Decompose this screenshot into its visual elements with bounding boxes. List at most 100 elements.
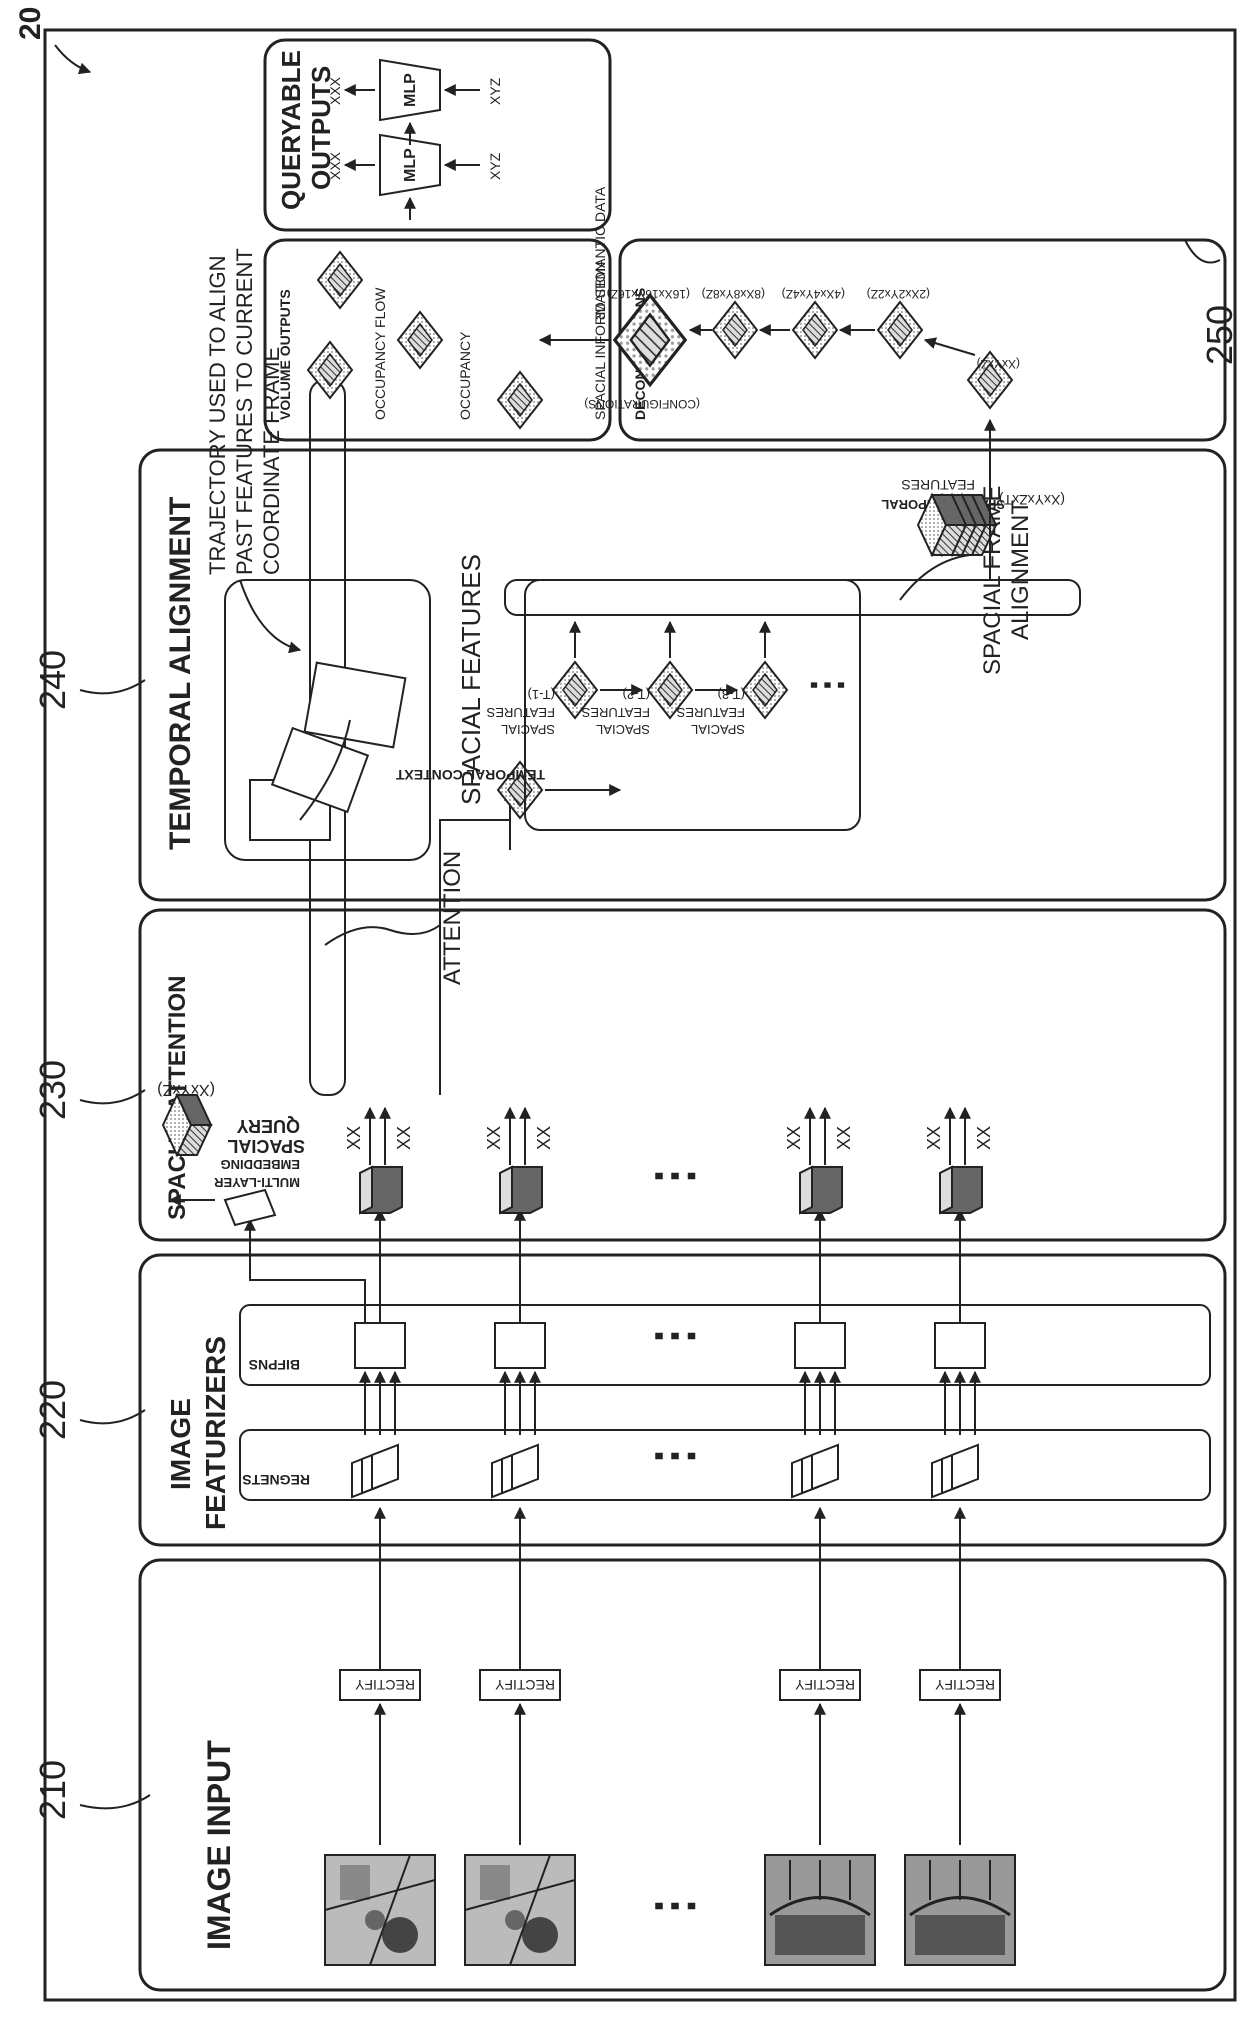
svg-text:MLP: MLP xyxy=(402,73,419,107)
regnet-to-bifpn-arrows xyxy=(359,1370,981,1435)
temporal-alignment-panel xyxy=(138,448,1227,902)
svg-text:XYZ: XYZ xyxy=(487,152,503,180)
attention-label: ATTENTION xyxy=(439,851,466,985)
svg-text:MLP: MLP xyxy=(402,148,419,182)
svg-text:FEATURES: FEATURES xyxy=(486,705,555,720)
temporal-feature-3: SPACIAL FEATURES (T-3) xyxy=(676,661,788,737)
spacial-attention-leader xyxy=(79,1089,146,1105)
frame-alignment-leader xyxy=(899,554,971,601)
temporal-ellipsis: ⋮ xyxy=(805,665,849,705)
temporal-alignment-leader xyxy=(79,679,146,695)
svg-text:RECTIFY: RECTIFY xyxy=(494,1677,555,1693)
image-featurizers-panel xyxy=(138,1253,1227,1547)
queryable-outputs-title-2: OUTPUTS xyxy=(306,66,336,190)
svg-text:OCCUPANCY FLOW: OCCUPANCY FLOW xyxy=(372,287,388,420)
embedding-ellipsis: ⋮ xyxy=(648,1152,701,1200)
svg-text:XXX: XXX xyxy=(327,76,343,105)
deconvolutions-panel xyxy=(618,238,1227,442)
attention-to-temporal-arrow xyxy=(439,819,510,1095)
svg-text:SPACIAL: SPACIAL xyxy=(501,722,555,737)
svg-text:(CONFIGURATIONS): (CONFIGURATIONS) xyxy=(584,397,700,411)
svg-text:RECTIFY: RECTIFY xyxy=(934,1677,995,1693)
volume-output-cubes xyxy=(307,251,543,429)
image-to-rectify-arrows xyxy=(374,1506,966,1845)
deconv-stack xyxy=(613,293,1013,409)
attention-kv-arrows xyxy=(364,1106,971,1165)
image-input-leader xyxy=(79,1794,151,1810)
frame-alignment-label-2: ALIGNMENT xyxy=(1007,500,1034,640)
spacial-query-label-2: QUERY xyxy=(237,1116,300,1136)
mlp-embedding-label-2: EMBEDDING xyxy=(221,1157,300,1172)
figure-number-arrow xyxy=(54,44,92,75)
temporal-alignment-ref: 240 xyxy=(32,650,73,710)
trajectory-note-2: PAST FEATURES TO CURRENT xyxy=(232,248,257,575)
spacial-features-label: SPACIAL FEATURES xyxy=(456,554,486,805)
svg-text:3D SEMANTIC DATA: 3D SEMANTIC DATA xyxy=(592,186,608,320)
spacial-attention-ref: 230 xyxy=(32,1060,73,1120)
bifpn-ellipsis: ⋮ xyxy=(648,1312,701,1360)
svg-text:XXX: XXX xyxy=(327,151,343,180)
svg-text:(16Xx16Yx16Z): (16Xx16Yx16Z) xyxy=(607,287,690,301)
image-rows-ellipsis: ⋮ xyxy=(648,1882,701,1930)
svg-text:XX: XX xyxy=(974,1126,994,1150)
spacial-frame-alignment-bar xyxy=(504,579,1081,616)
svg-text:XYZ: XYZ xyxy=(487,77,503,105)
trajectory-note-3: COORDINATE FRAME xyxy=(259,347,284,575)
mlp-io xyxy=(343,84,480,220)
deconvolutions-leader xyxy=(1184,239,1221,264)
regnet-ellipsis: ⋮ xyxy=(648,1432,701,1480)
svg-text:XX: XX xyxy=(484,1126,504,1150)
image-input-panel xyxy=(138,1558,1227,1992)
temporal-chain-arrows xyxy=(569,620,771,696)
bifpn-blocks xyxy=(354,1322,986,1369)
volume-outputs-title: VOLUME OUTPUTS xyxy=(277,289,293,420)
regnets-label: REGNETS xyxy=(242,1472,310,1488)
svg-text:(T-1): (T-1) xyxy=(528,687,555,702)
bifpn-to-attention-arrows xyxy=(244,1208,966,1323)
attention-leader xyxy=(324,924,441,946)
svg-text:(4Xx4Yx4Z): (4Xx4Yx4Z) xyxy=(782,287,845,301)
svg-text:(2Xx2Yx2Z): (2Xx2Yx2Z) xyxy=(867,287,930,301)
svg-text:XX: XX xyxy=(394,1126,414,1150)
svg-text:XX: XX xyxy=(784,1126,804,1150)
volume-output-labels: OCCUPANCY OCCUPANCY FLOW SPACIAL INFORMA… xyxy=(372,186,608,420)
svg-text:XX: XX xyxy=(834,1126,854,1150)
bifpns-label: BIFPNS xyxy=(249,1357,300,1373)
image-input-title: IMAGE INPUT xyxy=(201,1740,237,1950)
bifpns-panel xyxy=(239,1304,1211,1386)
temporal-context-label: TEMPORAL CONTEXT xyxy=(395,767,545,783)
svg-text:OCCUPANCY: OCCUPANCY xyxy=(457,331,473,420)
mlp-embedding-label-1: MULTI-LAYER xyxy=(213,1175,300,1190)
xx-labels: XX XX XX XX XX XX XX XX xyxy=(344,1126,994,1150)
image-featurizers-ref: 220 xyxy=(32,1380,73,1440)
trajectory-frames-icon xyxy=(249,661,407,841)
queryable-outputs-panel xyxy=(263,38,612,232)
deconv-dim-labels: (XxYxZ) (2Xx2Yx2Z) (4Xx4Yx4Z) (8Xx8Yx8Z)… xyxy=(584,287,1020,411)
mlp-labels: XYZ XYZ XXX XXX xyxy=(327,76,503,180)
svg-text:(XxYxZ): (XxYxZ) xyxy=(977,357,1020,371)
spacial-query-label-1: SPACIAL xyxy=(227,1136,305,1156)
image-input-ref: 210 xyxy=(32,1760,73,1820)
temporal-feature-2: SPACIAL FEATURES (T-2) xyxy=(581,661,693,737)
figure-number: 20 xyxy=(14,7,47,40)
spatio-temporal-label-2: FEATURES xyxy=(901,477,975,493)
spatio-temporal-dims: (XxYxZxT) xyxy=(999,492,1065,508)
svg-text:XX: XX xyxy=(924,1126,944,1150)
deconvolutions-ref: 250 xyxy=(1199,305,1240,365)
image-featurizers-title-1: IMAGE xyxy=(165,1398,196,1490)
stacked-volume-cubes xyxy=(917,494,997,556)
image-featurizers-title-2: FEATURIZERS xyxy=(200,1336,231,1530)
svg-text:XX: XX xyxy=(534,1126,554,1150)
trajectory-note-arrow xyxy=(239,579,302,654)
svg-text:RECTIFY: RECTIFY xyxy=(354,1677,415,1693)
rectify-blocks: RECTIFY RECTIFY RECTIFY RECTIFY xyxy=(339,1669,1001,1701)
positional-embedding-icon xyxy=(223,1188,277,1227)
regnets-panel xyxy=(239,1429,1211,1501)
deconv-arrows xyxy=(688,324,976,356)
trajectory-note-1: TRAJECTORY USED TO ALIGN xyxy=(205,255,230,575)
embedding-blocks xyxy=(359,1165,983,1215)
temporal-feature-1: SPACIAL FEATURES (T-1) xyxy=(486,661,598,737)
